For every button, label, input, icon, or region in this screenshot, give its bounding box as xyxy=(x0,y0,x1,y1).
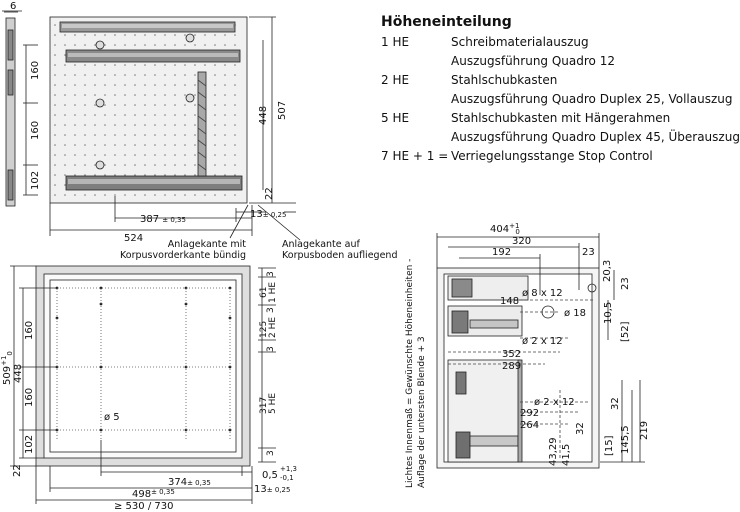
legend-row: Auszugsführung Quadro 12 xyxy=(451,54,615,68)
vertical-note-1: Lichtes Innenmaß = Gewünschte Höheneinhe… xyxy=(405,259,415,488)
he-2: 2 HE xyxy=(268,317,278,338)
he-5: 5 HE xyxy=(268,393,278,414)
hole-8x12-label: ø 8 x 12 xyxy=(522,288,563,299)
dim-148: 148 xyxy=(500,296,519,307)
locking-bar xyxy=(197,71,207,177)
hole-2x12b-label: ø 2 x 12 xyxy=(534,397,575,408)
dim-192: 192 xyxy=(492,247,511,258)
dim-52: [52] xyxy=(620,321,631,342)
dim-387: 387 ± 0,35 xyxy=(140,214,186,225)
dim-160-b: 160 xyxy=(24,388,35,407)
legend-title: Höheneinteilung xyxy=(381,14,512,30)
dim-05: 0,5 xyxy=(262,470,278,481)
dim-160-top: 160 xyxy=(30,61,41,80)
dim-3c: 3 xyxy=(266,346,276,352)
dim-102: 102 xyxy=(24,435,35,454)
note-bottom-edge-2: Korpusboden aufliegend xyxy=(282,250,397,261)
hole-18 xyxy=(541,305,555,319)
side-rail-profile xyxy=(5,17,16,207)
dim-22: 22 xyxy=(12,464,23,477)
dim-317: 317 xyxy=(259,397,269,414)
he-1: 1 HE xyxy=(268,282,278,303)
dim-61: 61 xyxy=(259,287,269,298)
hole-label: ø 5 xyxy=(104,412,120,423)
dim-530: ≥ 530 / 730 xyxy=(114,501,173,512)
dim-23b: 23 xyxy=(620,277,631,290)
dim-203: 20,3 xyxy=(602,260,613,282)
dim-4329: 43,29 xyxy=(548,437,559,466)
dim-374: 374± 0,35 xyxy=(168,477,211,488)
dim-23a: 23 xyxy=(582,247,595,258)
tol-05-plus: +1,3 xyxy=(280,465,297,473)
dim-219: 219 xyxy=(639,421,650,440)
dim-32a: 32 xyxy=(575,422,586,435)
dim-15: [15] xyxy=(604,435,615,456)
dim-3b: 3 xyxy=(266,307,276,313)
side-view xyxy=(2,10,301,241)
dim-498: 498± 0,35 xyxy=(132,488,175,500)
dim-320: 320 xyxy=(512,236,531,247)
dim-3d: 3 xyxy=(266,450,276,456)
tol-05-minus: -0,1 xyxy=(280,474,294,482)
dim-22: 22 xyxy=(264,187,275,200)
note-front-edge-2: Korpusvorderkante bündig xyxy=(120,250,246,261)
dim-13: 13± 0,25 xyxy=(254,484,290,495)
hole-8x12 xyxy=(587,283,597,293)
dim-102: 102 xyxy=(30,171,41,190)
dim-289: 289 xyxy=(502,361,521,372)
dim-352: 352 xyxy=(502,349,521,360)
dim-507: 507 xyxy=(277,101,288,120)
side-view-labels: 6 160 160 102 507 448 22 387 ± 0,35 13± … xyxy=(10,1,397,261)
dim-160-a: 160 xyxy=(24,321,35,340)
dim-509: 509+10 xyxy=(0,351,14,385)
legend-row: Auszugsführung Quadro Duplex 45, Überaus… xyxy=(451,130,740,144)
hole-18-label: ø 18 xyxy=(564,308,586,319)
dim-3a: 3 xyxy=(266,271,276,277)
dim-6: 6 xyxy=(10,1,16,12)
dim-524: 524 xyxy=(124,233,143,244)
dim-264: 264 xyxy=(520,420,539,431)
dim-292: 292 xyxy=(520,408,539,419)
dim-415: 41,5 xyxy=(561,444,572,466)
hole-2x12a-label: ø 2 x 12 xyxy=(522,336,563,347)
dim-1455: 145,5 xyxy=(620,425,631,454)
legend-row: 7 HE + 1 =Verriegelungsstange Stop Contr… xyxy=(381,149,653,163)
dim-160-mid: 160 xyxy=(30,121,41,140)
dim-448: 448 xyxy=(258,106,269,125)
drawer-view xyxy=(436,233,645,469)
dim-105: 10,5 xyxy=(603,302,614,324)
technical-drawing: 6 160 160 102 507 448 22 387 ± 0,35 13± … xyxy=(0,1,650,512)
note-bottom-edge-1: Anlagekante auf xyxy=(282,239,360,250)
legend-row: Auszugsführung Quadro Duplex 25, Vollaus… xyxy=(451,92,733,106)
dim-125: 125 xyxy=(259,321,269,338)
dim-13: 13± 0,25 xyxy=(250,209,286,220)
note-front-edge-1: Anlagekante mit xyxy=(168,239,247,250)
front-view xyxy=(10,265,276,504)
dim-32b: 32 xyxy=(610,397,621,410)
front-view-labels: 509+10 448 160 160 102 22 ø 5 3 61 1 HE … xyxy=(0,271,297,512)
vertical-note-2: Auflage der untersten Blende + 3 xyxy=(417,336,427,488)
dim-448: 448 xyxy=(13,364,24,383)
